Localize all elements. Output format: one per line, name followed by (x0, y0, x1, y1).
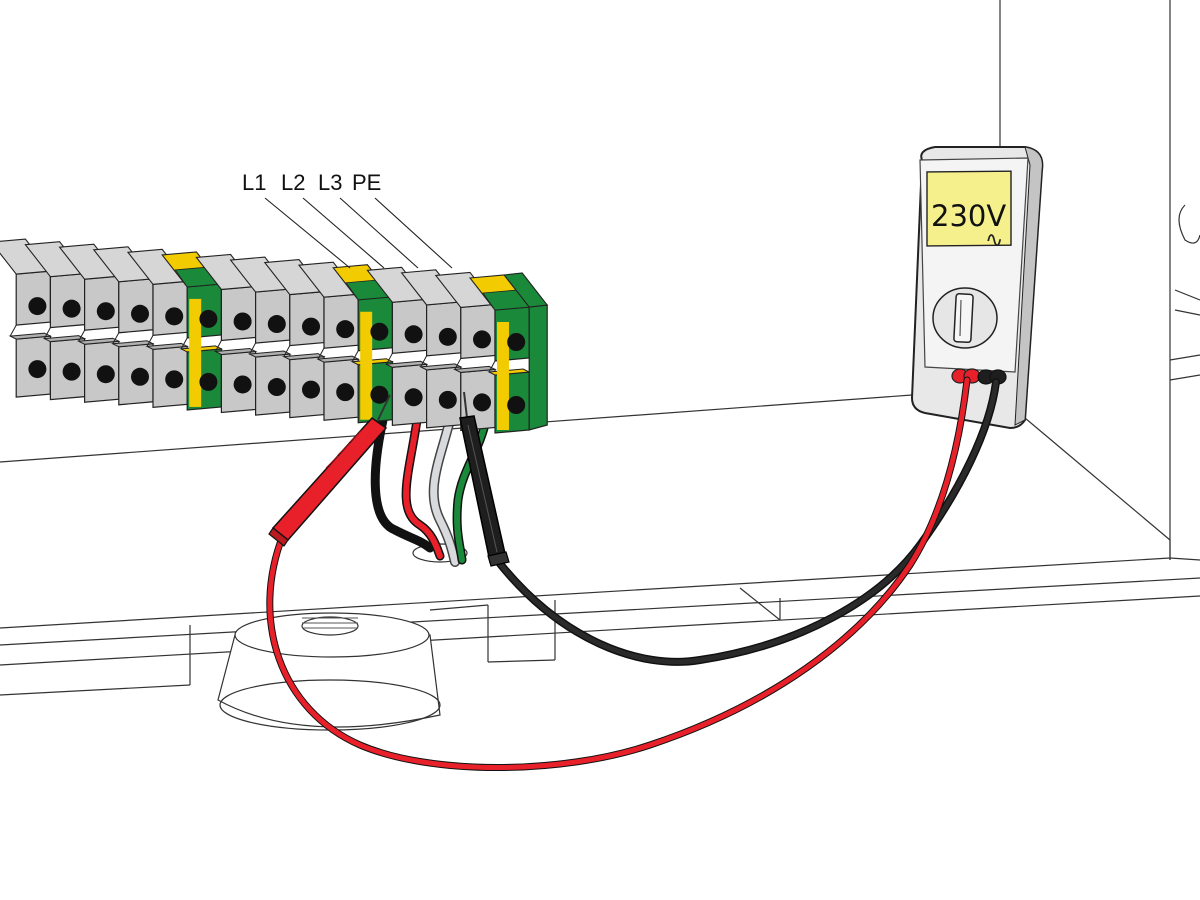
terminal (263, 259, 326, 419)
meter-reading: 230V (931, 199, 1006, 233)
test-leads (266, 376, 1000, 771)
terminal (366, 266, 429, 426)
meter-display (926, 170, 1012, 247)
multimeter: 230V ∿ (910, 146, 1044, 430)
cabinet-outline (0, 0, 1200, 696)
black-probe[interactable] (459, 391, 510, 567)
terminal (126, 248, 190, 409)
ac-symbol: ∿ (985, 228, 1003, 253)
label-pe: PE (352, 170, 381, 195)
terminal (297, 261, 361, 421)
supply-wires (370, 415, 491, 567)
red-probe[interactable] (268, 394, 391, 547)
terminal (0, 238, 53, 398)
end-plate (528, 304, 548, 431)
leveling-foot (217, 612, 441, 731)
label-l2: L2 (281, 170, 305, 195)
terminal (92, 246, 155, 406)
label-leaders (264, 197, 453, 269)
black-lead-cable (493, 378, 1000, 666)
label-l1: L1 (242, 170, 266, 195)
terminal (24, 241, 87, 401)
terminal-pe (161, 251, 224, 411)
terminal (58, 243, 121, 403)
label-l3: L3 (318, 170, 342, 195)
terminal-pe (468, 274, 532, 434)
terminal (434, 271, 497, 432)
wire-black (370, 415, 435, 553)
terminal (195, 253, 258, 414)
